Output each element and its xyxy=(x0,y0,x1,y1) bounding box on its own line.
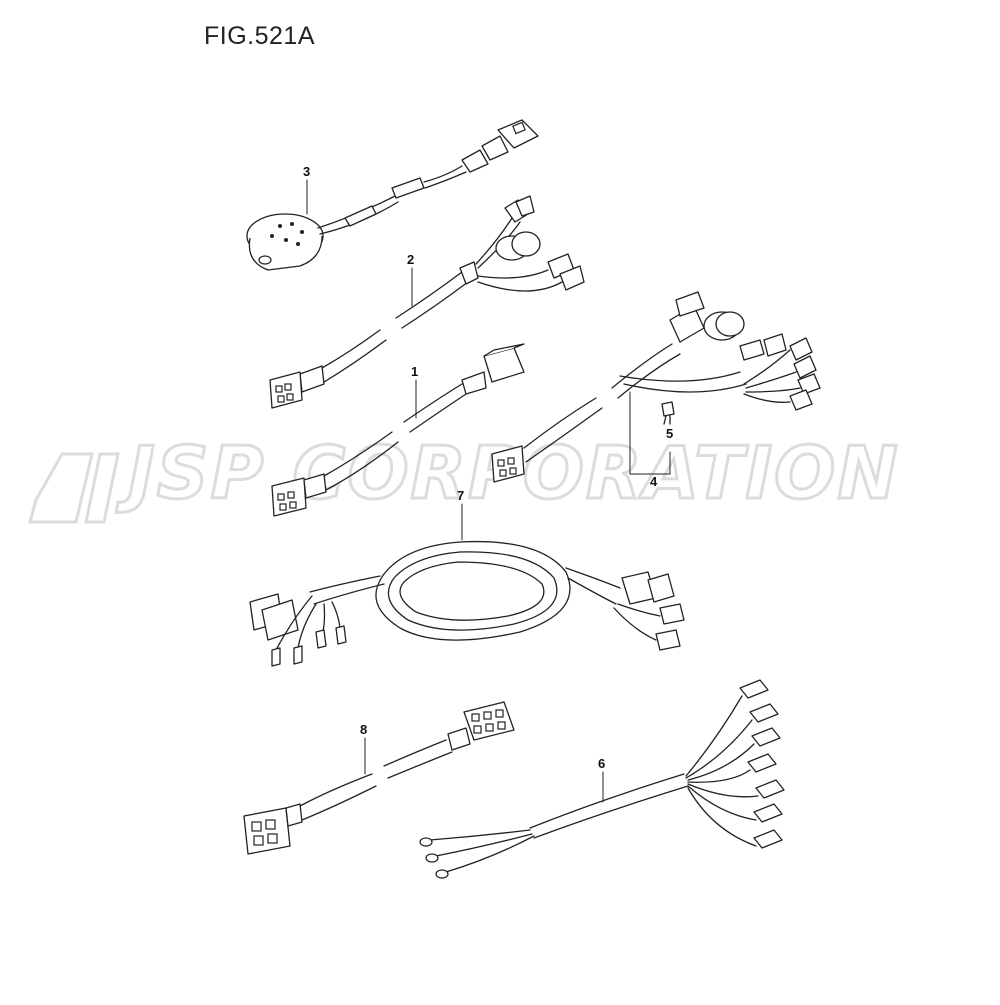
watermark-logo-bar-icon xyxy=(84,452,120,524)
part-6-harness xyxy=(419,679,785,879)
leader-4-bracket xyxy=(629,391,671,475)
callout-8: 8 xyxy=(360,722,367,737)
part-8-harness xyxy=(243,701,515,855)
part-7-harness xyxy=(249,540,685,667)
part-1-harness xyxy=(271,343,525,517)
callout-4: 4 xyxy=(650,474,658,489)
callout-3: 3 xyxy=(303,164,310,179)
callout-6: 6 xyxy=(598,756,605,771)
callout-7: 7 xyxy=(457,488,464,503)
watermark: JSP CORPORATION xyxy=(28,430,899,524)
watermark-logo-icon xyxy=(28,452,94,524)
callout-1: 1 xyxy=(411,364,418,379)
part-5-clip xyxy=(661,401,675,417)
callout-5: 5 xyxy=(666,426,673,441)
figure-title: FIG.521A xyxy=(204,22,315,50)
callout-2: 2 xyxy=(407,252,414,267)
part-2-harness xyxy=(269,195,585,409)
part-3-buzzer xyxy=(246,119,539,271)
part-4-harness xyxy=(491,291,821,483)
